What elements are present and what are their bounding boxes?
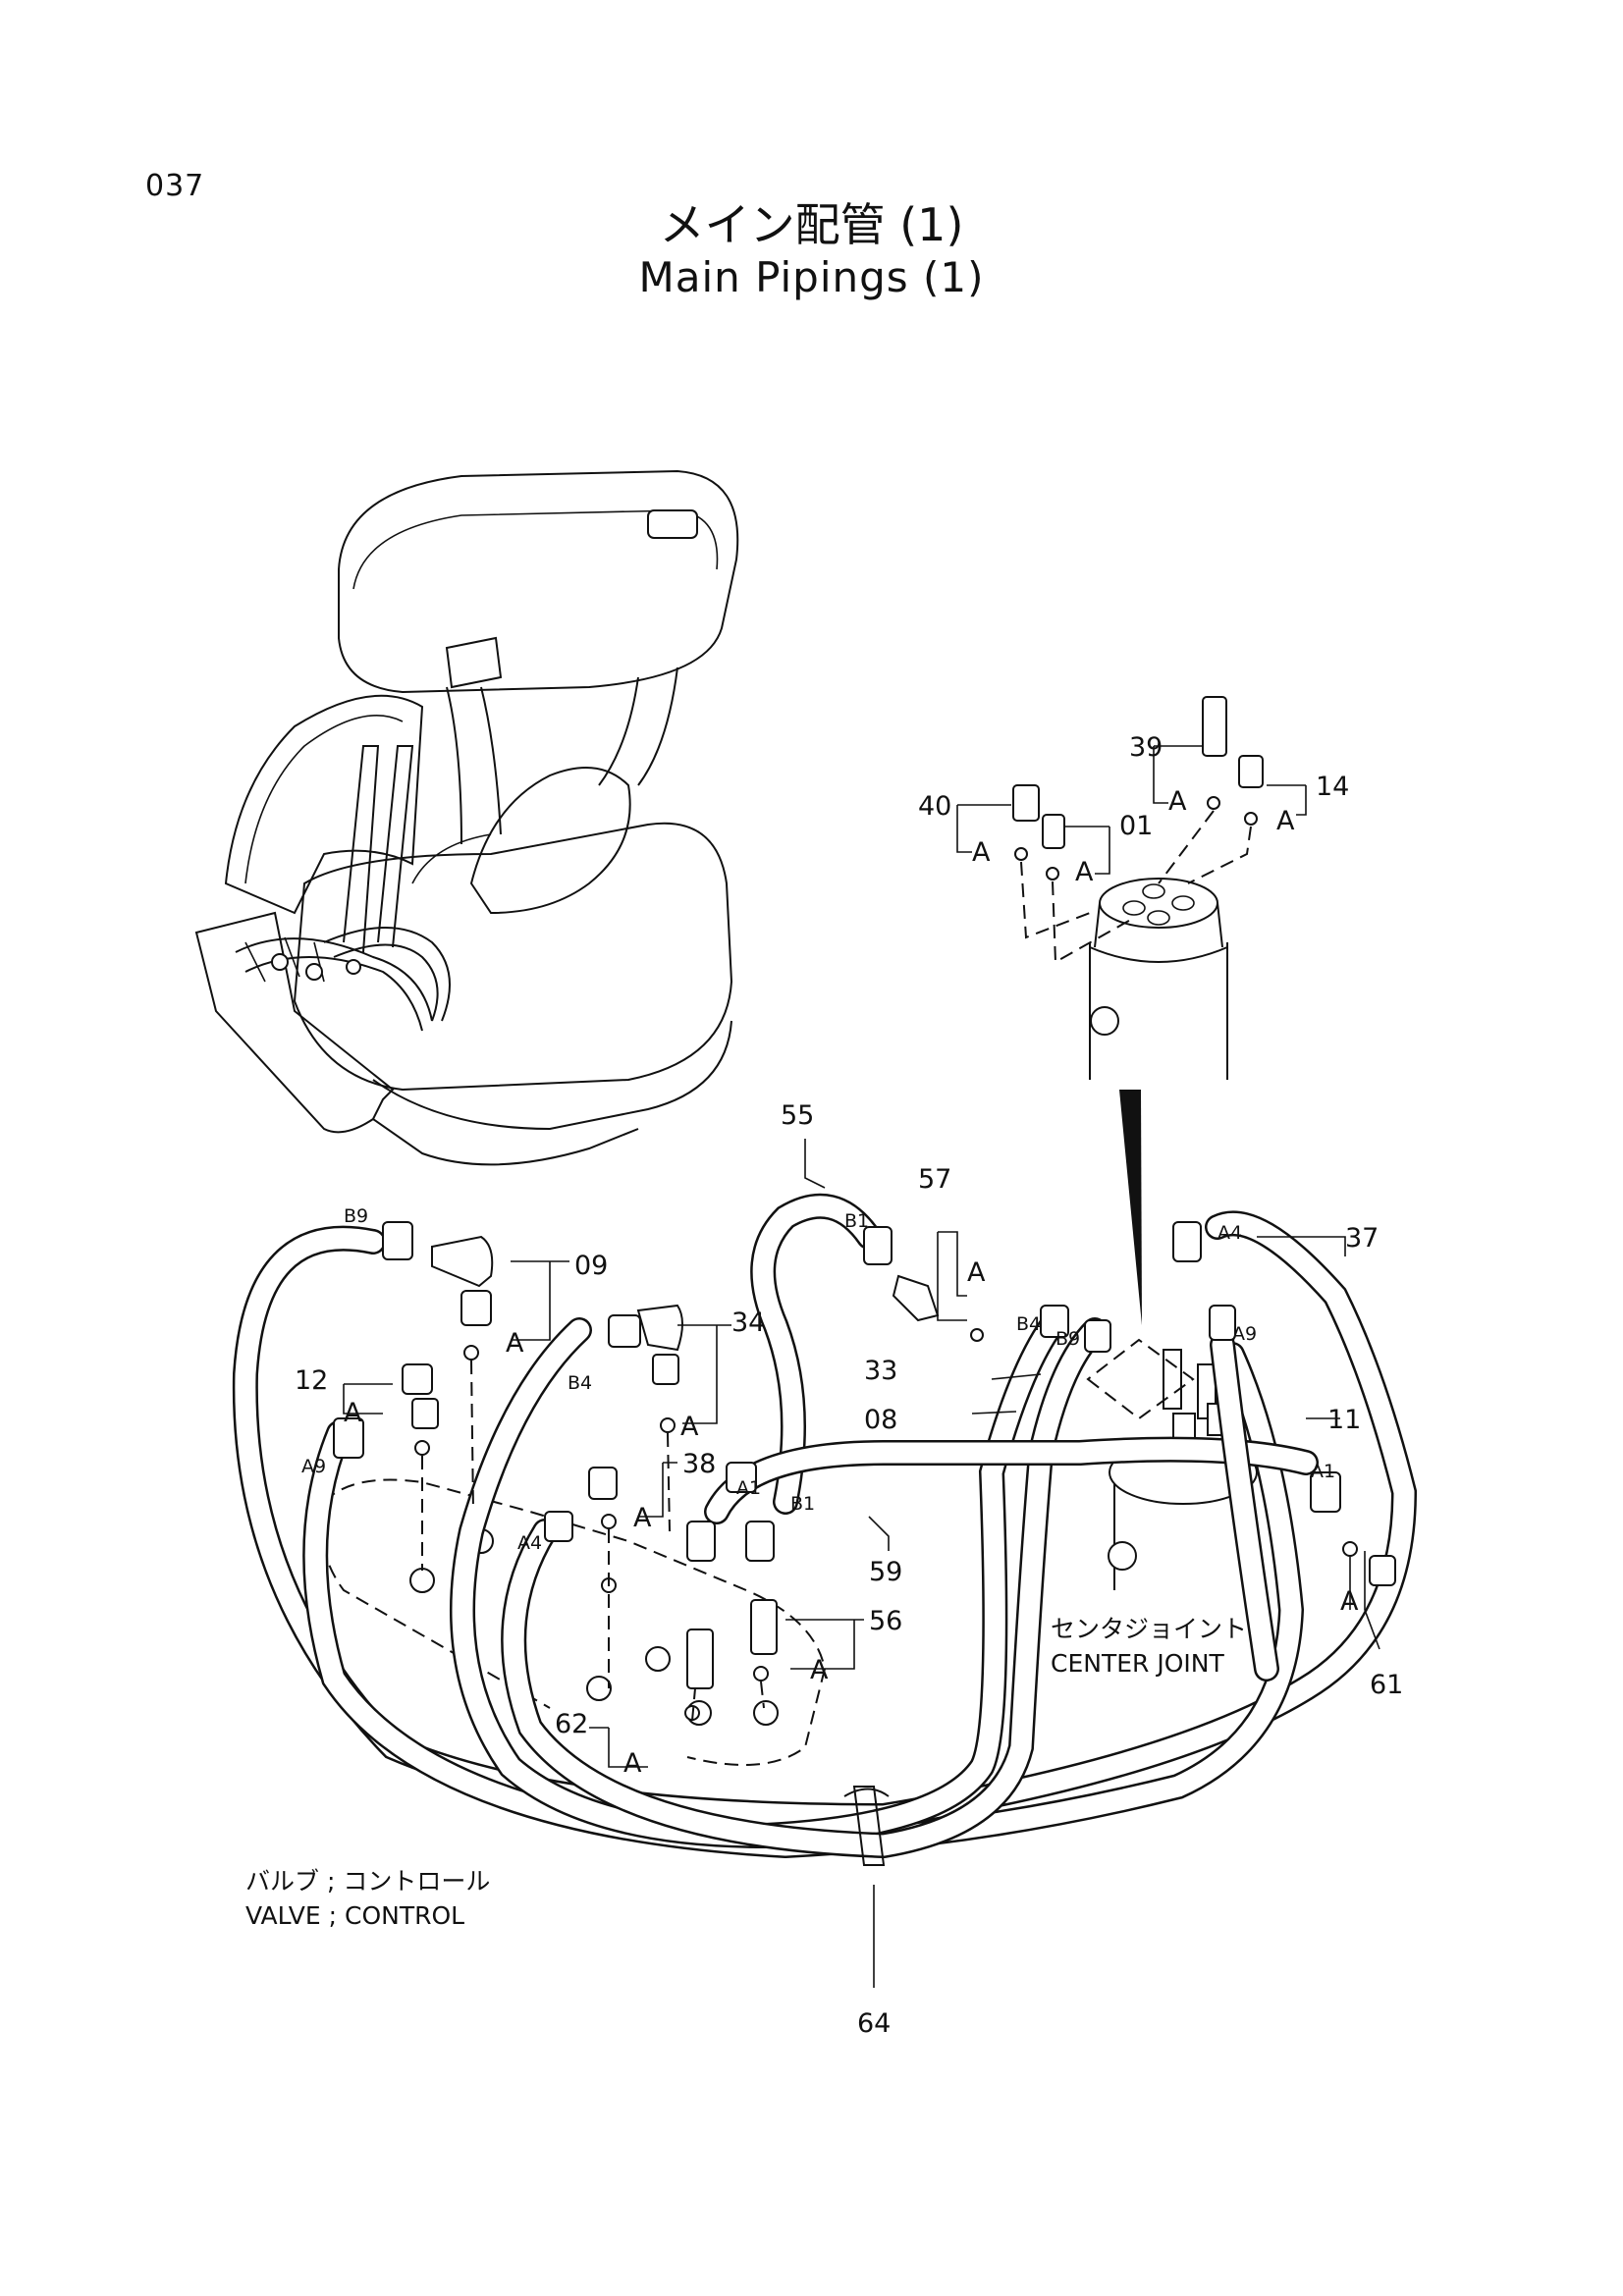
callout-38: 38 xyxy=(682,1449,716,1479)
mark-a1: A1 xyxy=(736,1477,761,1499)
mark-b9: B9 xyxy=(1055,1328,1080,1350)
callout-labels: 39 14 40 01 55 57 37 09 34 33 12 08 11 3… xyxy=(295,732,1403,2039)
callout-01: 01 xyxy=(1119,811,1153,841)
center-joint-top-detail xyxy=(956,696,1307,1325)
callout-56: 56 xyxy=(869,1606,902,1636)
mark-a: A xyxy=(1168,786,1187,817)
mark-a4: A4 xyxy=(517,1532,542,1554)
callout-61: 61 xyxy=(1370,1670,1403,1700)
captions: センタジョイント CENTER JOINT バルブ ; コントロール VALVE… xyxy=(245,1615,1247,1930)
mark-a: A xyxy=(623,1748,642,1779)
mark-b1: B1 xyxy=(790,1493,815,1515)
machine-overview-illustration xyxy=(194,469,739,1166)
mark-a: A xyxy=(506,1328,524,1359)
mark-a: A xyxy=(1276,806,1295,836)
callout-14: 14 xyxy=(1316,772,1349,802)
center-joint-caption-jp: センタジョイント xyxy=(1051,1615,1247,1643)
callout-09: 09 xyxy=(574,1251,608,1281)
page-title-en: Main Pipings (1) xyxy=(638,253,985,301)
valve-caption-en: VALVE ; CONTROL xyxy=(245,1901,464,1930)
main-piping-assembly xyxy=(232,1139,1418,1988)
callout-33: 33 xyxy=(864,1356,897,1386)
callout-40: 40 xyxy=(918,791,951,822)
callout-59: 59 xyxy=(869,1557,902,1587)
center-joint-caption-en: CENTER JOINT xyxy=(1051,1649,1224,1678)
callout-08: 08 xyxy=(864,1405,897,1435)
callout-12: 12 xyxy=(295,1365,328,1396)
page-title-jp: メイン配管 (1) xyxy=(659,198,964,251)
callout-34: 34 xyxy=(731,1308,765,1338)
mark-b4: B4 xyxy=(568,1372,592,1394)
mark-a4: A4 xyxy=(1217,1222,1242,1244)
callout-11: 11 xyxy=(1327,1405,1361,1435)
mark-a: A xyxy=(633,1503,652,1533)
mark-a: A xyxy=(1075,857,1094,887)
mark-b4: B4 xyxy=(1016,1313,1041,1335)
callout-37: 37 xyxy=(1345,1223,1379,1254)
mark-a: A xyxy=(1340,1586,1359,1617)
mark-b9: B9 xyxy=(344,1205,368,1227)
mark-a9: A9 xyxy=(1232,1323,1257,1345)
mark-b1: B1 xyxy=(844,1210,869,1232)
mark-a: A xyxy=(972,837,991,868)
mark-a: A xyxy=(680,1412,699,1442)
mark-a9: A9 xyxy=(301,1456,326,1477)
mark-a: A xyxy=(810,1655,829,1685)
mark-a: A xyxy=(967,1257,986,1288)
mark-a: A xyxy=(344,1398,362,1428)
callout-39: 39 xyxy=(1129,732,1163,763)
page-number: 037 xyxy=(145,169,205,203)
valve-caption-jp: バルブ ; コントロール xyxy=(245,1867,490,1896)
callout-57: 57 xyxy=(918,1164,951,1195)
callout-55: 55 xyxy=(781,1100,814,1131)
callout-62: 62 xyxy=(555,1709,588,1739)
mark-a1: A1 xyxy=(1311,1461,1335,1482)
callout-64: 64 xyxy=(857,2008,891,2039)
port-marks: A A A A A A A A A A A A B9 B1 A4 B4 B9 A… xyxy=(301,786,1359,1779)
